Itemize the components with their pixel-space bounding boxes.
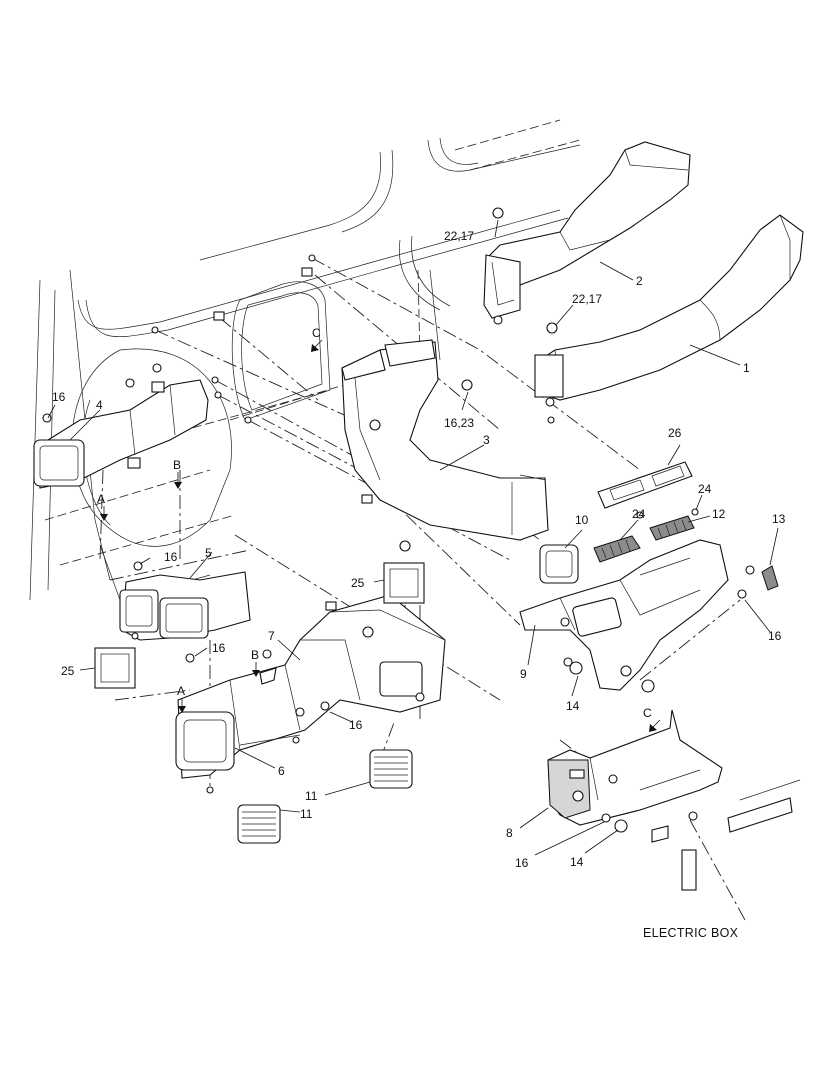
callout-25b: 25 bbox=[61, 664, 75, 678]
ref-b-lower: B bbox=[251, 648, 259, 662]
callout-16-23: 16,23 bbox=[444, 416, 474, 430]
callout-22-17a: 22,17 bbox=[444, 229, 474, 243]
grille-part-12-24 bbox=[593, 515, 695, 563]
callout-8: 8 bbox=[506, 826, 513, 840]
duct-part-3 bbox=[341, 339, 549, 541]
ref-c-upper: C bbox=[312, 326, 321, 340]
callout-14b: 14 bbox=[570, 855, 584, 869]
duct-part-10 bbox=[539, 544, 579, 584]
fasteners bbox=[42, 207, 755, 833]
duct-part-1 bbox=[534, 214, 804, 407]
callout-1: 1 bbox=[743, 361, 750, 375]
ref-a-upper: A bbox=[97, 492, 105, 506]
ref-c-lower: C bbox=[643, 706, 652, 720]
callout-16d: 16 bbox=[349, 718, 363, 732]
duct-part-9 bbox=[519, 539, 729, 691]
callout-labels: 1 2 3 4 5 6 7 8 9 10 11 11 12 13 14 14 1… bbox=[52, 229, 786, 870]
callout-10: 10 bbox=[575, 513, 589, 527]
duct-part-2 bbox=[483, 141, 691, 325]
callout-4: 4 bbox=[96, 398, 103, 412]
reference-letters: A B C B A C bbox=[97, 326, 652, 720]
duct-part-6-7 bbox=[175, 594, 446, 779]
gasket-part-25 bbox=[94, 562, 425, 689]
callout-25a: 25 bbox=[351, 576, 365, 590]
callout-5: 5 bbox=[205, 546, 212, 560]
duct-part-5 bbox=[119, 571, 251, 641]
callout-13: 13 bbox=[772, 512, 786, 526]
callout-6: 6 bbox=[278, 764, 285, 778]
ref-b-upper: B bbox=[173, 458, 181, 472]
callout-2: 2 bbox=[636, 274, 643, 288]
callout-3: 3 bbox=[483, 433, 490, 447]
reference-arrows bbox=[100, 339, 661, 732]
callout-14a: 14 bbox=[566, 699, 580, 713]
callout-26: 26 bbox=[668, 426, 682, 440]
ref-a-lower: A bbox=[177, 684, 185, 698]
callout-16c: 16 bbox=[212, 641, 226, 655]
callout-24b: 24 bbox=[698, 482, 712, 496]
callout-12: 12 bbox=[712, 507, 726, 521]
gasket-part-26 bbox=[597, 461, 693, 509]
callout-16b: 16 bbox=[164, 550, 178, 564]
callout-7: 7 bbox=[268, 629, 275, 643]
callout-24a: 24 bbox=[632, 507, 646, 521]
callout-9: 9 bbox=[520, 667, 527, 681]
leader-lines bbox=[47, 219, 779, 856]
callout-16f: 16 bbox=[515, 856, 529, 870]
electric-box-label: ELECTRIC BOX bbox=[643, 926, 739, 940]
callout-22-17b: 22,17 bbox=[572, 292, 602, 306]
callout-16e: 16 bbox=[768, 629, 782, 643]
duct-part-8 bbox=[547, 709, 801, 891]
louver-part-11 bbox=[237, 749, 413, 844]
duct-part-4 bbox=[33, 379, 209, 489]
callout-11a: 11 bbox=[300, 807, 313, 821]
bracket-part-13 bbox=[761, 565, 779, 591]
callout-11b: 11 bbox=[305, 789, 318, 803]
callout-16a: 16 bbox=[52, 390, 66, 404]
